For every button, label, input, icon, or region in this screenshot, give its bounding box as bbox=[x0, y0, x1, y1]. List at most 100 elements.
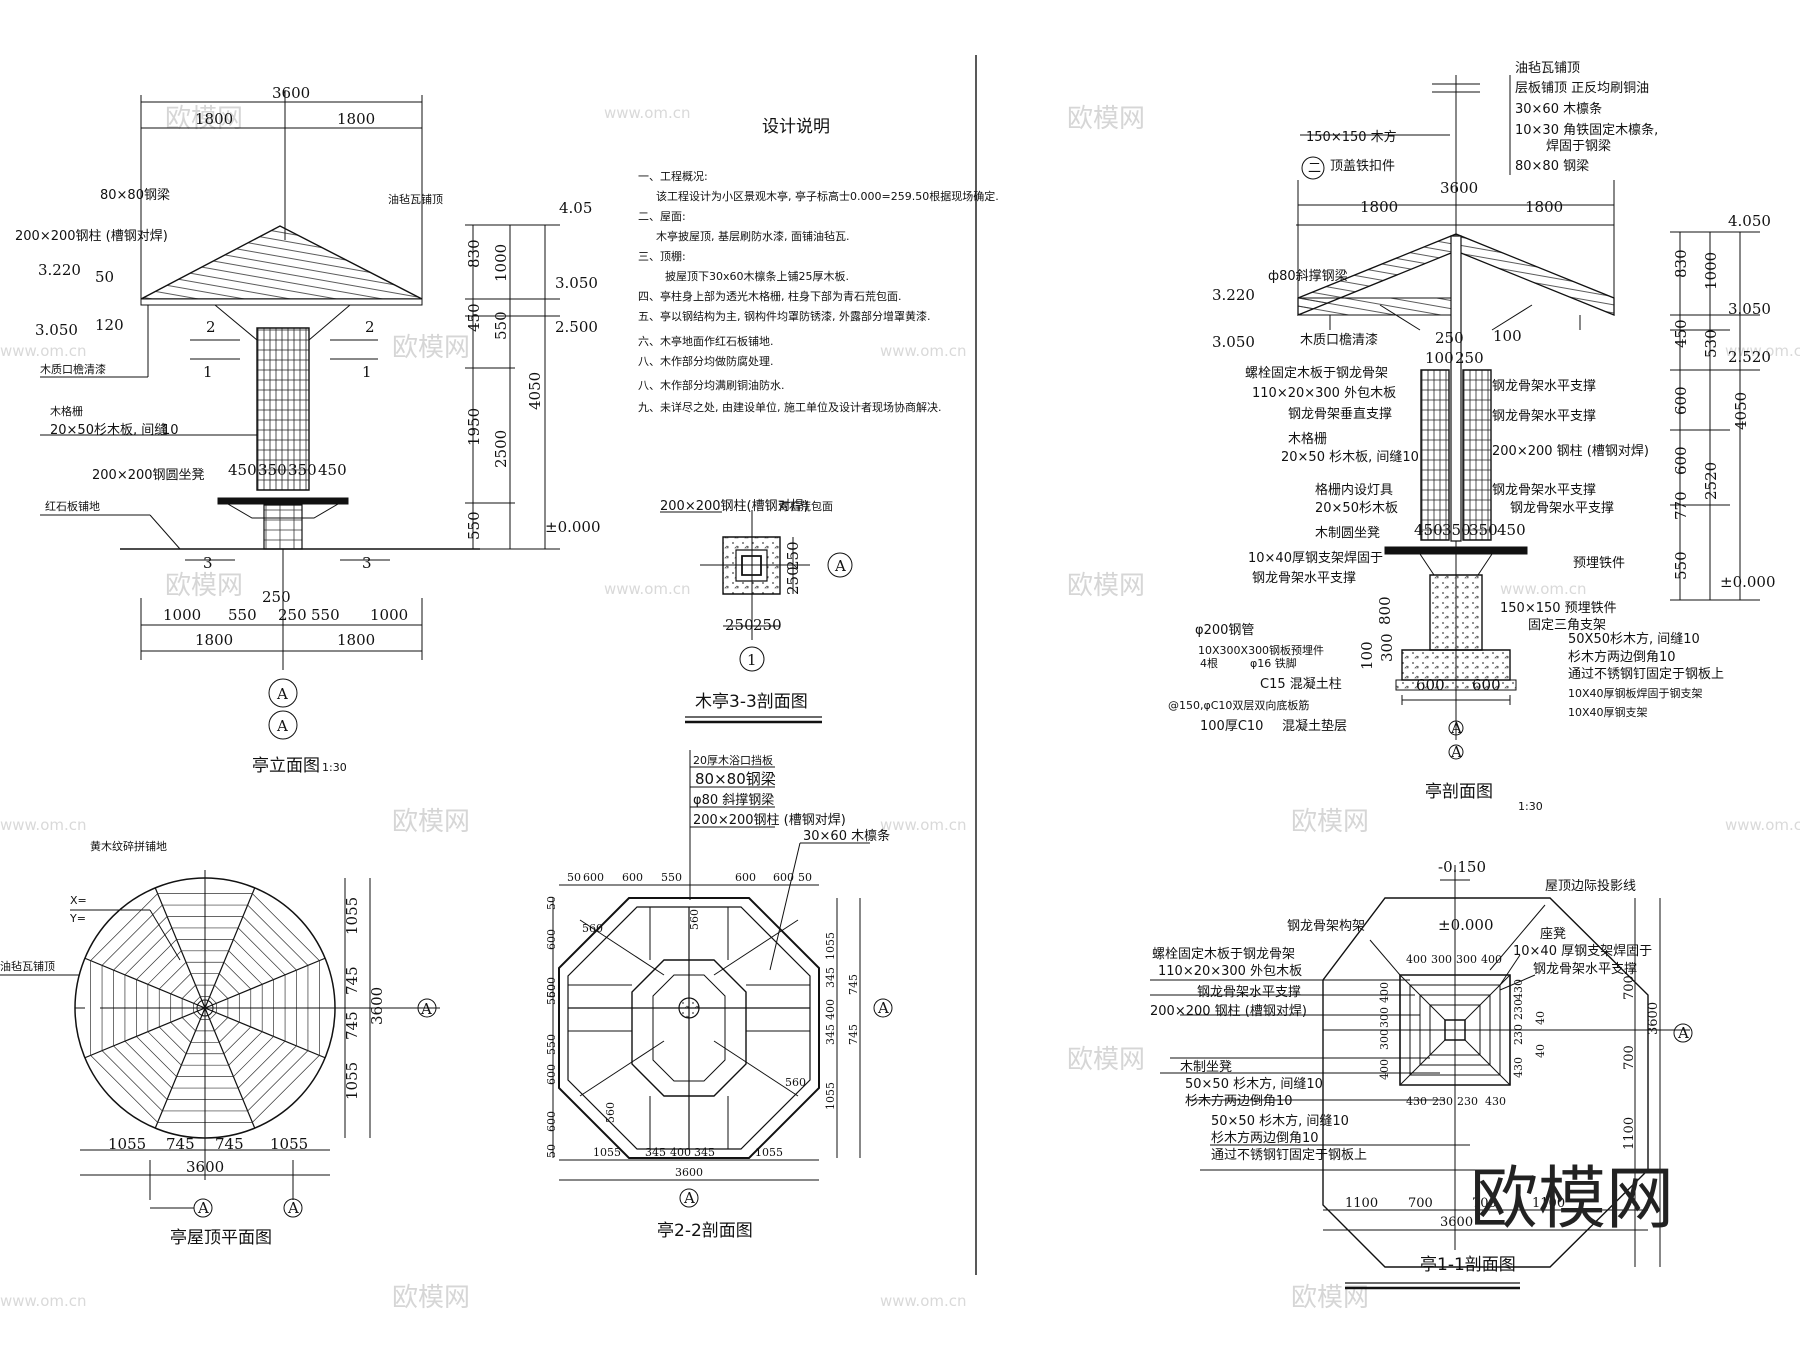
level-4050: 4.050 bbox=[1728, 212, 1771, 230]
watermark-url: www.om.cn bbox=[0, 816, 87, 834]
dim-1000: 1000 bbox=[492, 244, 510, 282]
elevation-scale: 1:30 bbox=[322, 761, 347, 774]
label-screw: 通过不锈钢钉固定于钢板上 bbox=[1211, 1148, 1367, 1163]
note-line: 八、木作部分均做防腐处理. bbox=[638, 354, 774, 368]
label-c10: 100厚C10 bbox=[1200, 719, 1263, 734]
label-fir-boards: 20×50 杉木板, 间缝10 bbox=[1281, 450, 1419, 465]
label-eave: 木质口檐清漆 bbox=[40, 362, 106, 376]
label-h-support: 钢龙骨架水平支撑 bbox=[1492, 379, 1596, 394]
marker-2: 二 bbox=[1308, 161, 1321, 176]
marker-a: A bbox=[1450, 719, 1462, 737]
roofplan-title: 亭屋顶平面图 bbox=[170, 1228, 272, 1248]
roof-ridge-line bbox=[205, 1008, 255, 1128]
label-wrap-board: 110×20×300 外包木板 bbox=[1252, 386, 1396, 401]
label-steel-plate: 10X40厚钢板焊固于钢支架 bbox=[1568, 686, 1703, 700]
dim-100: 100 bbox=[1425, 349, 1454, 367]
label-chamfer: 杉木方两边倒角10 bbox=[1568, 649, 1676, 665]
marker-1: 1 bbox=[203, 363, 213, 381]
dim-1055: 1055 bbox=[755, 1146, 783, 1159]
watermark-url: www.om.cn bbox=[604, 104, 691, 122]
dim-1800: 1800 bbox=[1525, 198, 1563, 216]
label-lights: 格栅内设灯具 bbox=[1315, 482, 1393, 498]
watermark-logo: 欧模网 bbox=[392, 1283, 470, 1313]
dim-4050: 4050 bbox=[526, 372, 544, 410]
dim-3600: 3600 bbox=[186, 1158, 224, 1176]
level-zero: ±0.000 bbox=[545, 518, 601, 536]
dim-350: 350 bbox=[258, 461, 287, 479]
roof-shingle-line bbox=[113, 916, 167, 970]
dim-50: 50 bbox=[545, 896, 558, 910]
watermark-url: www.om.cn bbox=[1725, 342, 1800, 360]
label-fir-boards: 20×50杉木板, 间缝 bbox=[50, 423, 167, 438]
roof-shingle-line bbox=[194, 1013, 201, 1020]
label-chamfer: 杉木方两边倒角10 bbox=[1211, 1130, 1319, 1146]
level-minus-0150: -0.150 bbox=[1438, 858, 1486, 876]
roof-shingle-line bbox=[102, 1051, 162, 1111]
dim-250: 250 bbox=[753, 616, 782, 634]
dim-300: 300 bbox=[1378, 1007, 1391, 1028]
level-3220: 3.220 bbox=[38, 261, 81, 279]
dim-1055: 1055 bbox=[108, 1135, 146, 1153]
roof-shingle-line bbox=[214, 985, 227, 998]
marker-3: 3 bbox=[203, 554, 213, 572]
roof-shingle-line bbox=[238, 928, 285, 975]
marker-a: A bbox=[420, 1000, 432, 1018]
label-seat: 座凳 bbox=[1540, 926, 1566, 942]
roof-shingle-line bbox=[224, 1027, 251, 1054]
dim-430: 430 bbox=[1512, 1057, 1525, 1078]
dim-50: 50 bbox=[798, 871, 812, 884]
dim-1800: 1800 bbox=[337, 110, 375, 128]
level-3050: 3.050 bbox=[35, 321, 78, 339]
dim-1055: 1055 bbox=[824, 1082, 837, 1110]
dim-3600: 3600 bbox=[1440, 1215, 1473, 1230]
marker-a: A bbox=[1677, 1024, 1689, 1042]
roof-ridge-line bbox=[155, 888, 205, 1008]
dim-1055: 1055 bbox=[593, 1146, 621, 1159]
section33-text: 200×200钢柱(槽钢对焊) 青石荒包面 250 250 250 250 A … bbox=[660, 498, 846, 712]
label-steel-column: 200×200 钢柱 (槽钢对焊) bbox=[1492, 443, 1649, 459]
dim-345: 345 bbox=[824, 1024, 837, 1045]
dim-1100: 1100 bbox=[1532, 1196, 1565, 1211]
label-wood-square: 150×150 木方 bbox=[1306, 129, 1397, 145]
section11-drawing bbox=[1150, 865, 1692, 1288]
label-steel-column: 200×200钢柱 (槽钢对焊) bbox=[15, 228, 168, 244]
label-purlin: 30×60 木檩条 bbox=[803, 828, 890, 844]
roof-ridge-line bbox=[85, 958, 205, 1008]
label-paving: 黄木纹碎拼铺地 bbox=[90, 839, 167, 853]
marker-a: A bbox=[276, 717, 288, 735]
dim-600: 600 bbox=[622, 871, 643, 884]
label-bracket: 10×40 厚钢支架焊固于 bbox=[1513, 943, 1652, 959]
section11-text: -0.150 ±0.000 屋顶边际投影线 钢龙骨架构架 座凳 螺栓固定木板于钢… bbox=[1150, 858, 1689, 1275]
dim-400: 400 bbox=[1406, 953, 1427, 966]
label-paving: 红石板铺地 bbox=[45, 499, 100, 513]
roof-shingle-line bbox=[148, 951, 182, 985]
dim-700: 700 bbox=[1622, 975, 1637, 1000]
marker-a: A bbox=[287, 1199, 299, 1217]
dim-430: 430 bbox=[1512, 979, 1525, 1000]
dim-430: 430 bbox=[1485, 1095, 1506, 1108]
dim-600: 600 bbox=[545, 1111, 558, 1132]
dim-600: 600 bbox=[1672, 446, 1690, 475]
note-line: 五、亭以钢结构为主, 钢构件均罩防锈漆, 外露部分增罩黄漆. bbox=[638, 309, 930, 323]
dim-700: 700 bbox=[1472, 1196, 1497, 1211]
level-3-050: 3.050 bbox=[555, 274, 598, 292]
dim-450: 450 bbox=[1414, 521, 1443, 539]
label-anchor: φ16 铁脚 bbox=[1250, 656, 1297, 670]
dim-1055: 1055 bbox=[270, 1135, 308, 1153]
dim-40: 40 bbox=[1534, 1011, 1547, 1025]
dim-250: 250 bbox=[278, 606, 307, 624]
roof-ridge-line bbox=[205, 888, 255, 1008]
dim-400: 400 bbox=[670, 1146, 691, 1159]
dim-600: 600 bbox=[773, 871, 794, 884]
label-embed-plate: 10X300X300钢板预埋件 bbox=[1198, 643, 1324, 657]
watermark-url: www.om.cn bbox=[0, 342, 87, 360]
dim-550: 550 bbox=[228, 606, 257, 624]
label-gap: 10 bbox=[162, 423, 179, 438]
label-steel-beam: 80×80钢梁 bbox=[695, 770, 776, 788]
label-bench: 木制圆坐凳 bbox=[1315, 525, 1380, 541]
roof-shingle-line bbox=[252, 1055, 319, 1122]
label-lattice: 木格栅 bbox=[50, 404, 83, 418]
dim-1800: 1800 bbox=[337, 631, 375, 649]
elevation-text: 3600 1800 1800 80×80钢梁 200×200钢柱 (槽钢对焊) … bbox=[15, 84, 601, 776]
